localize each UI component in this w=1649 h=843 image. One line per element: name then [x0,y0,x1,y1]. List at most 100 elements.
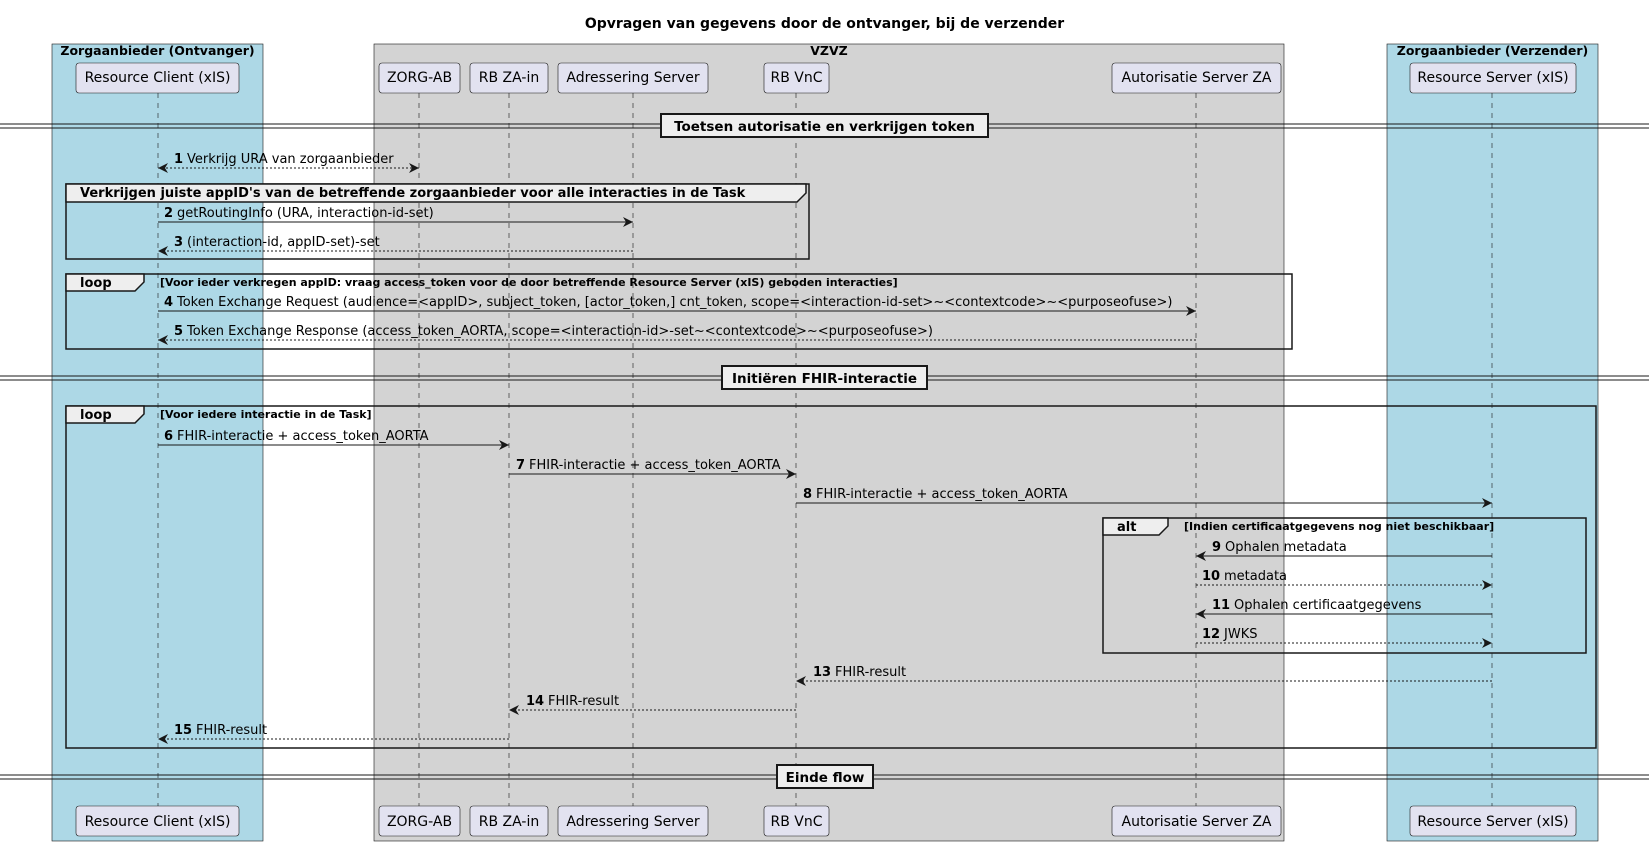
participant-auth-bottom [1111,805,1282,837]
frame-group-appid-header [65,183,807,203]
divider-einde-label: Einde flow [786,770,865,786]
participant-rbvnc-top [763,62,830,94]
lifelines [157,93,1493,806]
message-14-text: FHIR-result [548,694,619,709]
frame-alt-certificaat: alt [Indien certificaatgegevens nog niet… [1102,517,1587,654]
message-15: 15 FHIR-result [158,723,509,744]
box-vzvz-title: VZVZ [810,43,847,58]
frame-loop-fhir-border [65,405,1597,749]
message-7-number: 7 [516,458,525,473]
participant-auth-top [1111,62,1282,94]
frame-loop-token-condition: [Voor ieder verkregen appID: vraag acces… [160,276,898,289]
message-6-number: 6 [164,429,173,444]
message-14: 14 FHIR-result [509,694,796,715]
frame-loop-token: loop [Voor ieder verkregen appID: vraag … [65,273,1293,350]
message-7: 7 FHIR-interactie + access_token_AORTA [509,458,796,479]
participant-auth-bottom-label: Autorisatie Server ZA [1122,814,1272,830]
frame-alt-certificaat-keyword: alt [1117,520,1136,535]
message-2: 2 getRoutingInfo (URA, interaction-id-se… [158,206,633,227]
participant-rbvnc-bottom-label: RB VnC [770,814,822,830]
message-9-text: Ophalen metadata [1225,540,1347,555]
participant-rbvnc-top-label: RB VnC [770,70,822,86]
frame-loop-token-keyword: loop [80,276,112,291]
participant-rs-bottom [1409,805,1577,837]
message-11-number: 11 [1212,598,1230,613]
frame-group-appid-title: Verkrijgen juiste appID's van de betreff… [80,186,746,201]
message-2-text: getRoutingInfo (URA, interaction-id-set) [177,206,434,221]
box-vzvz: VZVZ [373,43,1285,842]
message-1: 1 Verkrijg URA van zorgaanbieder [158,152,419,173]
participant-adr-top [557,62,709,94]
message-15-text: FHIR-result [196,723,267,738]
message-5-text: Token Exchange Response (access_token_AO… [186,324,933,339]
message-10-text: metadata [1224,569,1287,584]
box-verzender-title: Zorgaanbieder (Verzender) [1397,43,1589,58]
participant-rbza-bottom-label: RB ZA-in [479,814,539,830]
participant-zab-bottom-label: ZORG-AB [387,814,452,830]
message-5: 5 Token Exchange Response (access_token_… [158,324,1196,345]
message-7-text: FHIR-interactie + access_token_AORTA [529,458,781,473]
participant-rbvnc-bottom [763,805,830,837]
participant-rbza-top-label: RB ZA-in [479,70,539,86]
frame-loop-fhir-keyword: loop [80,408,112,423]
frame-group-appid: Verkrijgen juiste appID's van de betreff… [65,183,810,260]
message-13-text: FHIR-result [835,665,906,680]
box-verzender-bg [1386,43,1599,842]
participant-auth-top-label: Autorisatie Server ZA [1122,70,1272,86]
frame-loop-fhir: loop [Voor iedere interactie in de Task] [65,405,1597,749]
message-8-number: 8 [803,487,812,502]
participants-top: Resource Client (xIS) ZORG-AB RB ZA-in A… [75,62,1577,94]
participant-rc-top [75,62,240,94]
participant-rc-bottom-label: Resource Client (xIS) [85,814,231,830]
message-8: 8 FHIR-interactie + access_token_AORTA [796,487,1492,508]
message-3-number: 3 [174,235,183,250]
message-12-text: JWKS [1223,627,1257,642]
message-9-number: 9 [1212,540,1221,555]
message-12-number: 12 [1202,627,1220,642]
message-13-number: 13 [813,665,831,680]
box-vzvz-bg [373,43,1285,842]
frame-alt-certificaat-header [1102,517,1169,536]
divider-einde: Einde flow [0,764,1649,789]
divider-toetsen: Toetsen autorisatie en verkrijgen token [0,113,1649,138]
message-4-number: 4 [164,295,173,310]
message-11: 11 Ophalen certificaatgegevens [1196,598,1492,619]
message-1-text: Verkrijg URA van zorgaanbieder [187,152,394,167]
participant-zab-top-label: ZORG-AB [387,70,452,86]
message-6: 6 FHIR-interactie + access_token_AORTA [158,429,509,450]
frame-loop-token-header [65,273,145,292]
participant-adr-bottom [557,805,709,837]
participant-rc-top-label: Resource Client (xIS) [85,70,231,86]
participant-adr-bottom-label: Adressering Server [566,814,699,830]
participant-rbza-top [469,62,549,94]
message-4: 4 Token Exchange Request (audience=<appI… [158,295,1196,316]
participant-adr-top-label: Adressering Server [566,70,699,86]
message-2-number: 2 [164,206,173,221]
message-12: 12 JWKS [1196,627,1492,648]
message-10: 10 metadata [1196,569,1492,590]
divider-initieren: Initiëren FHIR-interactie [0,365,1649,390]
frame-loop-token-border [65,273,1293,350]
participant-rs-top [1409,62,1577,94]
frame-loop-fhir-header [65,405,145,424]
message-5-number: 5 [174,324,183,339]
participant-rbza-bottom [469,805,549,837]
divider-toetsen-box [660,113,989,138]
participant-rs-top-label: Resource Server (xIS) [1417,70,1568,86]
message-10-number: 10 [1202,569,1220,584]
message-4-text: Token Exchange Request (audience=<appID>… [176,295,1172,310]
participant-rc-bottom [75,805,240,837]
frame-alt-certificaat-border [1102,517,1587,654]
divider-initieren-box [721,365,928,390]
message-8-text: FHIR-interactie + access_token_AORTA [816,487,1068,502]
message-3: 3 (interaction-id, appID-set)-set [158,235,633,256]
box-ontvanger: Zorgaanbieder (Ontvanger) [51,43,264,842]
frame-alt-certificaat-condition: [Indien certificaatgegevens nog niet bes… [1184,520,1494,533]
divider-initieren-label: Initiëren FHIR-interactie [732,371,917,387]
box-ontvanger-title: Zorgaanbieder (Ontvanger) [60,43,254,58]
divider-einde-box [776,764,874,789]
divider-toetsen-label: Toetsen autorisatie en verkrijgen token [674,119,975,135]
participant-rs-bottom-label: Resource Server (xIS) [1417,814,1568,830]
message-3-text: (interaction-id, appID-set)-set [187,235,380,250]
